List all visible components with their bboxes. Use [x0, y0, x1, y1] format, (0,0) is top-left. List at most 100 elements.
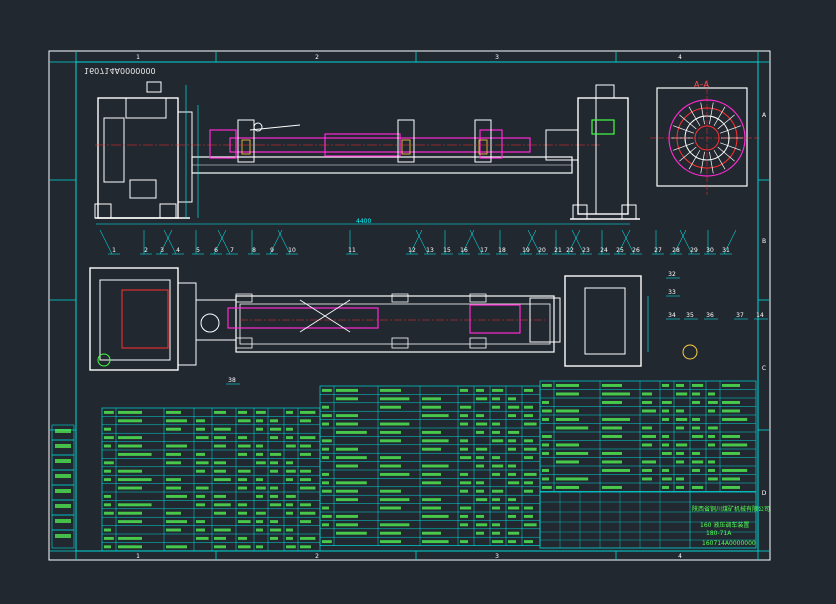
table-cell-text: [166, 444, 187, 448]
table-cell-text: [542, 417, 549, 421]
table-cell-text: [104, 478, 111, 482]
table-cell-text: [708, 434, 715, 438]
table-cell-text: [422, 531, 441, 535]
table-cell-text: [238, 469, 251, 473]
table-cell-text: [336, 481, 367, 485]
margin-cell-text: [55, 474, 71, 478]
callout-leader: [469, 229, 483, 255]
margin-cell: [51, 529, 75, 549]
left-head-top: [146, 81, 162, 93]
table-cell-text: [460, 540, 468, 544]
table-cell-text: [508, 430, 520, 434]
plan-view: [89, 267, 698, 371]
table-cell-text: [722, 434, 740, 438]
table-cell-text: [508, 472, 516, 476]
table-cell-text: [662, 477, 672, 481]
table-cell-text: [460, 472, 468, 476]
right-head-plate: [577, 97, 597, 215]
table-cell-text: [166, 461, 181, 465]
table-cell-text: [300, 452, 311, 456]
table-cell-text: [118, 419, 142, 423]
callout-leader: [567, 229, 581, 255]
table-cell-text: [524, 456, 533, 460]
table-cell-text: [524, 388, 533, 392]
table-cell-text: [214, 461, 226, 465]
table-cell-text: [460, 405, 472, 409]
zone-label-right: C: [762, 365, 766, 372]
table-cell-text: [692, 400, 700, 404]
table-cell-text: [508, 514, 516, 518]
zone-label-top: 1: [136, 54, 140, 61]
callout-number: 26: [632, 247, 640, 254]
table-cell-text: [104, 461, 114, 465]
table-cell-text: [476, 456, 484, 460]
table-cell-text: [214, 410, 226, 414]
table-cell-text: [380, 523, 410, 527]
table-cell-text: [380, 472, 410, 476]
table-cell-text: [256, 511, 266, 515]
table-cell-text: [556, 451, 589, 455]
table-cell-text: [118, 444, 142, 448]
table-cell-text: [492, 397, 500, 401]
table-cell-text: [336, 422, 358, 426]
callout-number: 20: [538, 247, 546, 254]
table-cell-text: [542, 400, 549, 404]
table-cell-text: [300, 545, 311, 549]
table-cell-text: [508, 447, 516, 451]
table-cell-text: [492, 472, 500, 476]
table-cell-text: [300, 503, 311, 507]
table-cell-text: [722, 443, 748, 447]
table-cell-text: [524, 506, 533, 510]
detail-part: [682, 344, 698, 360]
table-cell-text: [300, 410, 316, 414]
table-cell-text: [256, 545, 263, 549]
parts-table-right: [539, 380, 757, 492]
table-cell-text: [476, 447, 488, 451]
table-cell-text: [722, 383, 740, 387]
table-cell-text: [270, 536, 278, 540]
table-cell-text: [708, 468, 715, 472]
table-cell-text: [524, 405, 533, 409]
table-cell-text: [508, 464, 516, 468]
table-cell-text: [336, 498, 358, 502]
table-cell-text: [676, 451, 684, 455]
table-cell-text: [642, 409, 656, 413]
callout-leader: [99, 229, 113, 255]
table-cell-text: [322, 472, 329, 476]
table-cell-text: [214, 494, 226, 498]
table-cell-text: [336, 464, 358, 468]
table-cell-text: [238, 520, 251, 524]
left-head-motor-box: [129, 179, 157, 199]
section-spoke: [679, 114, 697, 130]
callout-number: 9: [270, 247, 274, 254]
right-drive-box: [545, 129, 579, 161]
table-cell-text: [270, 520, 278, 524]
table-cell-text: [286, 469, 296, 473]
section-a-a-view: [591, 80, 760, 195]
section-spoke: [673, 142, 694, 151]
section-label: A–A: [694, 80, 709, 89]
table-cell-text: [104, 536, 114, 540]
plan-clamp-bottom: [391, 337, 409, 349]
table-cell-text: [336, 430, 367, 434]
table-cell-text: [676, 383, 684, 387]
table-cell-text: [380, 430, 401, 434]
table-cell-text: [270, 503, 282, 507]
table-cell-text: [676, 426, 684, 430]
table-cell-text: [602, 434, 622, 438]
table-cell-text: [380, 388, 401, 392]
table-cell-text: [286, 478, 293, 482]
table-cell-text: [286, 436, 293, 440]
callout-leader: [213, 229, 227, 255]
callout-number: 22: [566, 247, 574, 254]
table-cell-text: [286, 494, 296, 498]
table-cell-text: [238, 536, 247, 540]
table-cell-text: [118, 452, 152, 456]
table-cell-text: [322, 514, 332, 518]
section-spoke: [720, 125, 741, 134]
table-cell-text: [542, 443, 549, 447]
table-cell-text: [676, 460, 684, 464]
table-cell-text: [642, 443, 652, 447]
table-cell-text: [708, 426, 718, 430]
